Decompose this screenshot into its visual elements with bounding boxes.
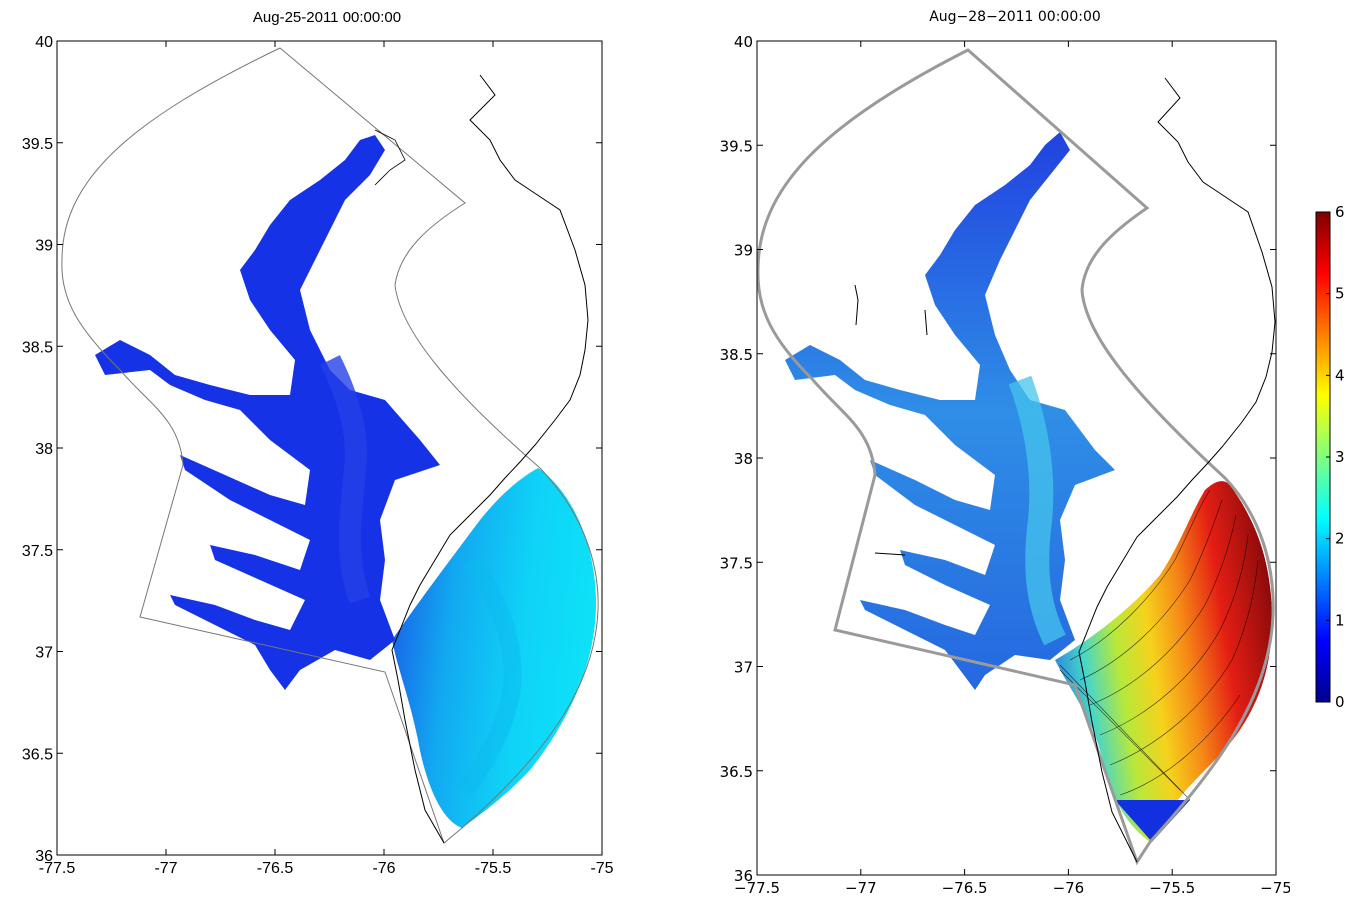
x-tick-label: -77	[154, 860, 177, 877]
x-tick-label: -75.5	[475, 860, 512, 877]
x-tick-label: -75	[590, 860, 613, 877]
y-tick-label: 36	[35, 848, 53, 865]
x-tick-label: −77.5	[734, 879, 780, 897]
x-tick-label: −76.5	[942, 879, 988, 897]
y-tick-label: 39.5	[720, 137, 753, 155]
y-tick-label: 39	[734, 242, 753, 260]
y-tick-label: 39.5	[22, 136, 53, 153]
x-tick-label: −76	[1053, 879, 1085, 897]
colorbar-tick-label: 3	[1335, 448, 1345, 466]
y-tick-label: 37.5	[22, 543, 53, 560]
y-tick-label: 37	[35, 645, 53, 662]
y-tick-label: 36.5	[720, 763, 753, 781]
right-map: −77.5 −77 −76.5 −76 −75.5 −75 36 36.5 37 37.5 38 38…	[720, 33, 1290, 897]
colorbar-tick-label: 6	[1335, 203, 1345, 221]
y-tick-label: 38.5	[720, 346, 753, 364]
left-model-domain-outline	[61, 47, 599, 844]
colorbar-tick-label: 0	[1335, 693, 1345, 711]
colorbar-tick-label: 4	[1335, 366, 1345, 384]
left-ocean-field	[392, 468, 597, 828]
colorbar-tick-label: 5	[1335, 285, 1345, 303]
x-tick-label: −75	[1260, 879, 1290, 897]
x-tick-label: −75.5	[1149, 879, 1195, 897]
left-coastline	[391, 74, 589, 844]
y-tick-label: 36	[734, 867, 753, 885]
right-ocean-field	[1055, 481, 1272, 842]
left-map-title: Aug-25-2011 00:00:00	[252, 9, 402, 26]
y-tick-label: 38	[734, 450, 753, 468]
right-map-title: Aug−28−2011 00:00:00	[929, 9, 1101, 25]
colorbar-tick-label: 2	[1335, 530, 1345, 548]
y-tick-label: 39	[35, 238, 53, 255]
y-tick-label: 40	[35, 34, 53, 51]
x-tick-label: −77	[845, 879, 877, 897]
left-map: -77.5 -77 -76.5 -76 -75.5 -75 36 36.5 37 37.5 38 38…	[22, 34, 614, 877]
colorbar: 0 1 2 3 4 5 6	[1315, 203, 1345, 711]
y-tick-label: 40	[734, 33, 753, 51]
y-tick-label: 37.5	[720, 554, 753, 572]
y-tick-label: 38	[35, 441, 53, 458]
right-contour-lines	[1059, 489, 1259, 801]
right-model-domain-outline	[757, 48, 1275, 866]
x-tick-label: -76	[372, 860, 395, 877]
y-tick-label: 36.5	[22, 746, 53, 763]
right-coastline	[1078, 77, 1276, 863]
right-bay-water	[785, 132, 1115, 690]
x-tick-label: -76.5	[257, 860, 294, 877]
x-tick-label: -77.5	[39, 860, 76, 877]
y-tick-label: 38.5	[22, 339, 53, 356]
colorbar-tick-label: 1	[1335, 611, 1345, 629]
y-tick-label: 37	[734, 659, 753, 677]
